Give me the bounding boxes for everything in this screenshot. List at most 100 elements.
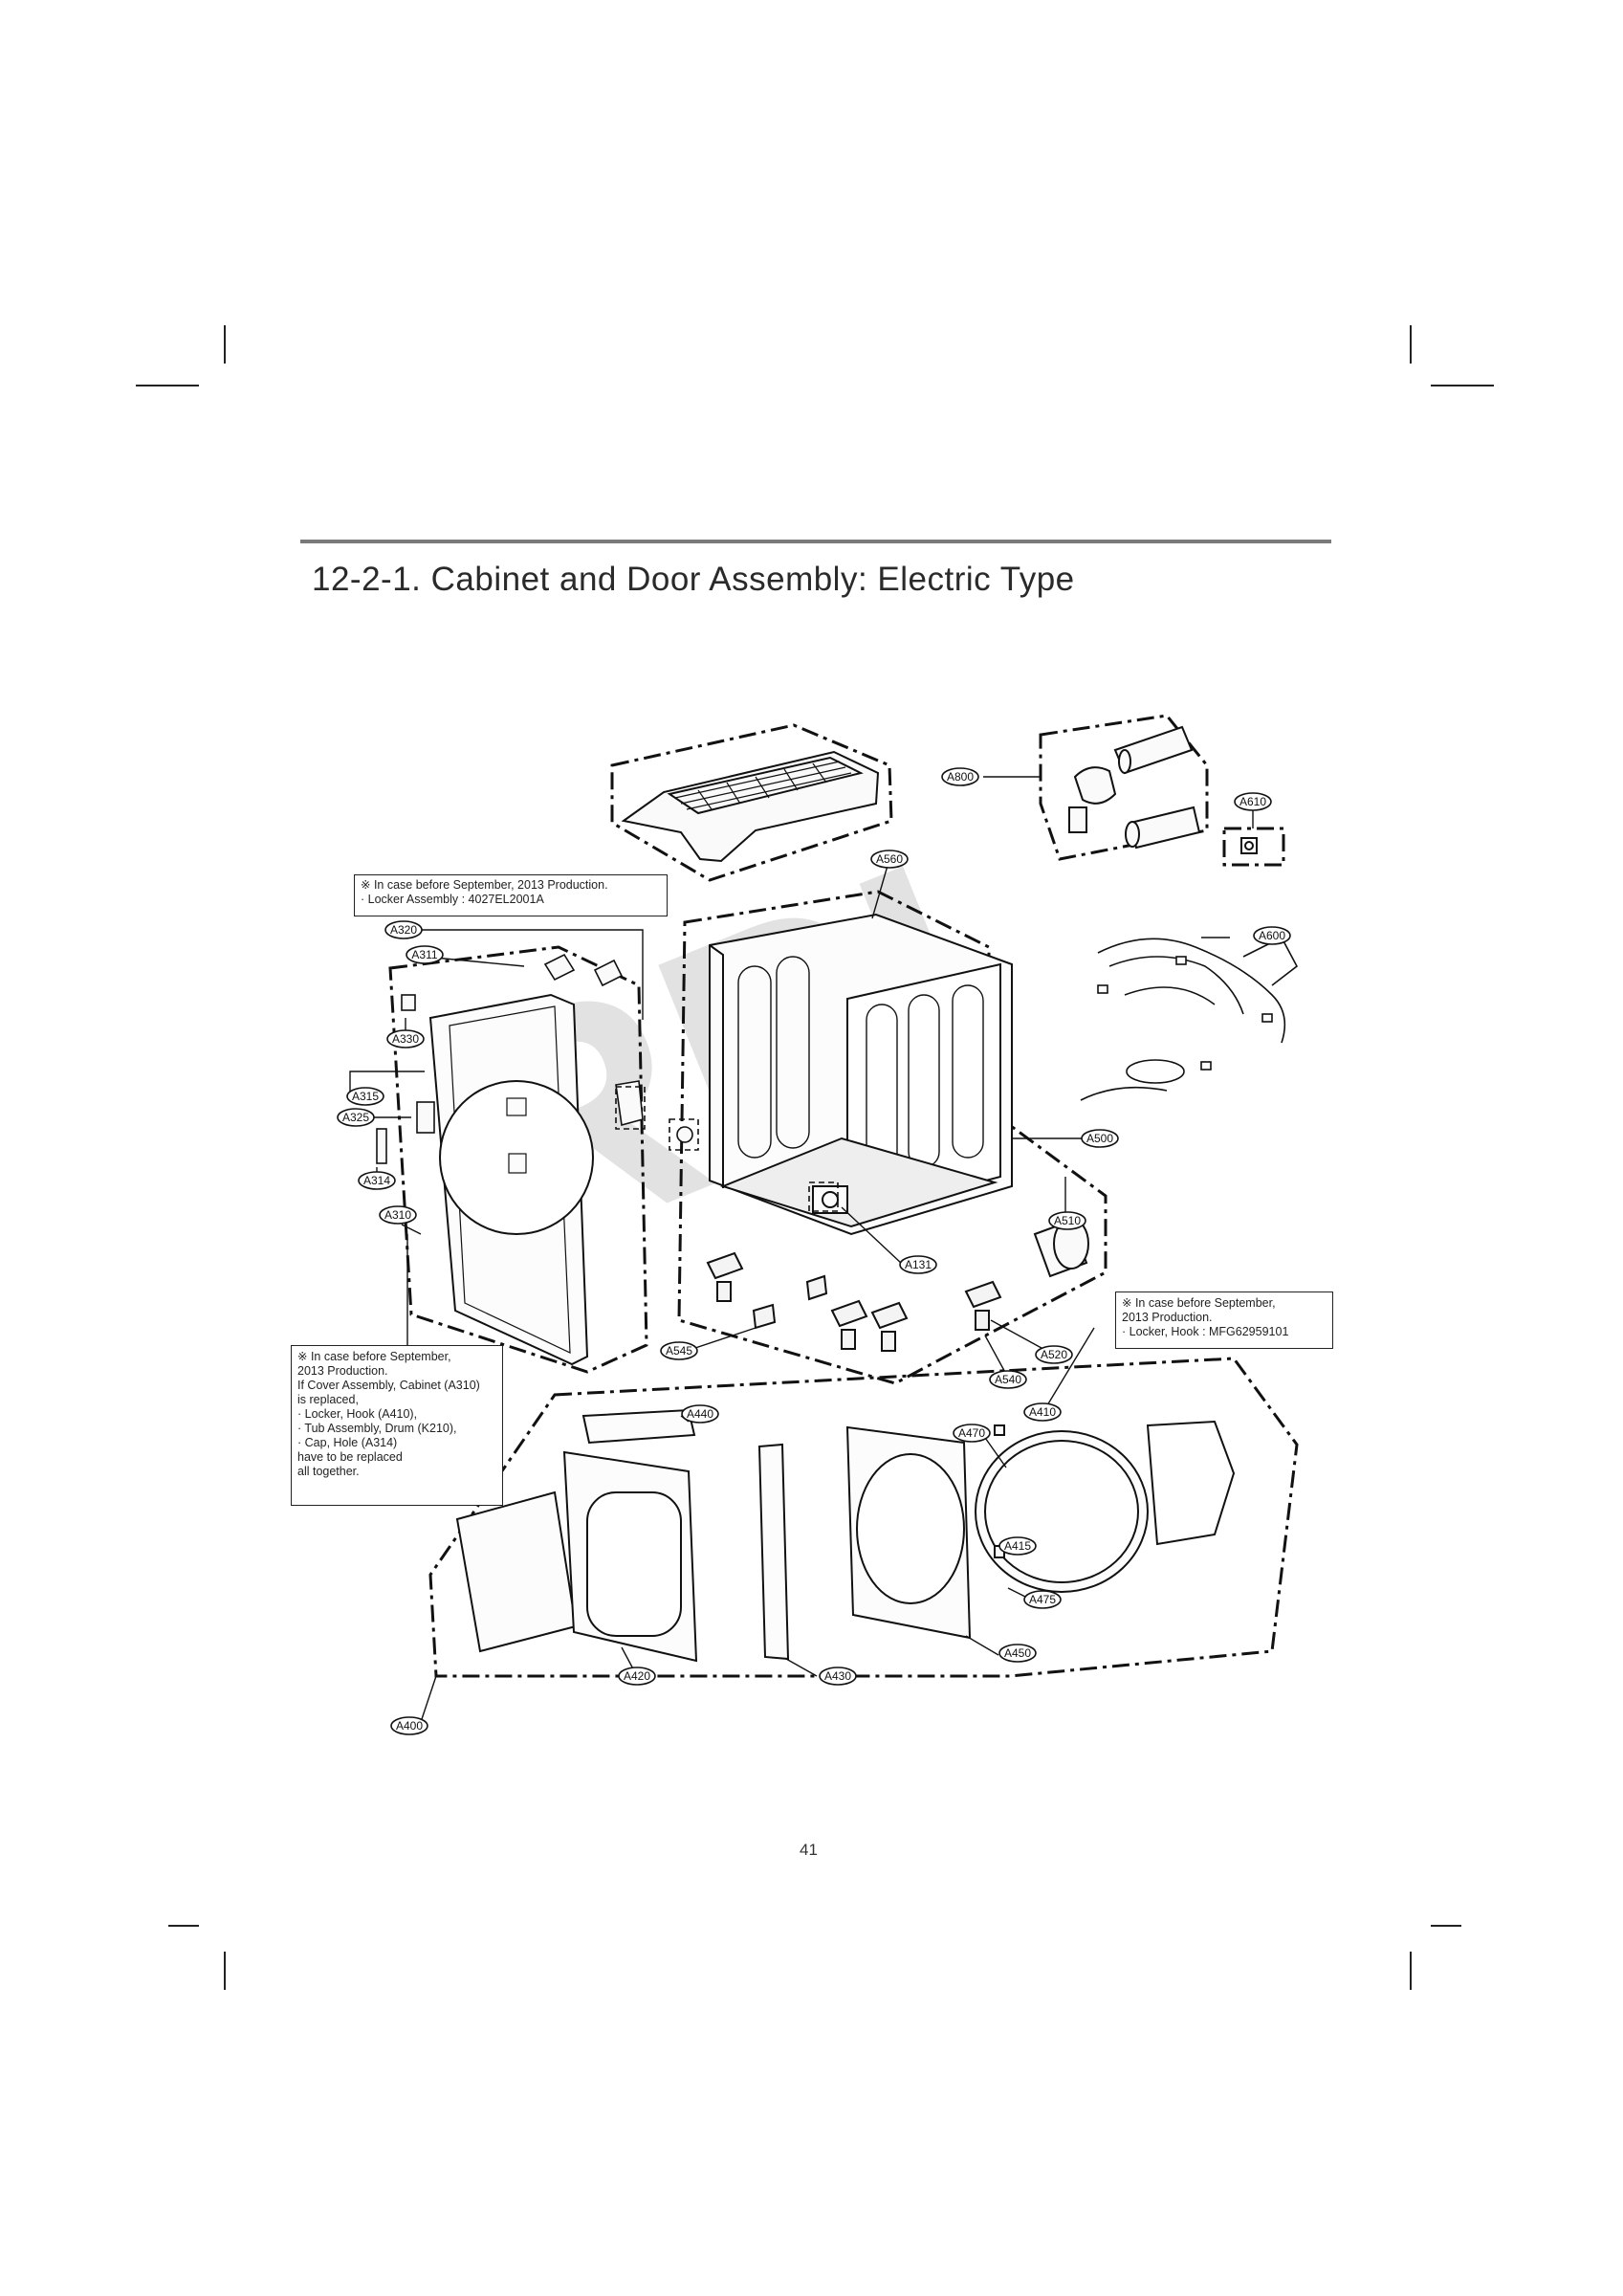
callout-a430: A430	[819, 1667, 857, 1686]
callout-label: A540	[995, 1373, 1021, 1386]
callout-a545: A545	[660, 1341, 698, 1360]
callout-bubble	[870, 850, 909, 869]
callout-label: A450	[1004, 1646, 1031, 1660]
callout-label: A410	[1029, 1405, 1056, 1419]
callout-bubble	[989, 1370, 1027, 1389]
callout-label: A315	[352, 1090, 379, 1103]
group-border-door	[428, 1357, 1299, 1678]
callout-bubble	[379, 1205, 417, 1225]
group-border-duct	[1039, 714, 1209, 861]
callout-label: A520	[1041, 1348, 1067, 1361]
callout-label: A510	[1054, 1214, 1081, 1227]
front-cover-small-parts	[376, 953, 839, 1212]
callout-bubble	[1081, 1129, 1119, 1148]
crop-mark-bottom-left-h	[168, 1925, 199, 1927]
callout-a420: A420	[618, 1667, 656, 1686]
callout-label: A800	[947, 770, 974, 784]
callout-label: A320	[390, 923, 417, 937]
callout-a540: A540	[989, 1370, 1027, 1389]
callout-bubble	[618, 1667, 656, 1686]
callout-label: A430	[824, 1669, 851, 1683]
callout-bubble	[941, 767, 979, 786]
callout-label: A311	[411, 948, 437, 961]
callout-bubble	[1253, 926, 1291, 945]
callout-bubble	[1035, 1345, 1073, 1364]
callout-label: A500	[1086, 1132, 1113, 1145]
note-locker-assembly: ※ In case before September, 2013 Product…	[354, 874, 668, 916]
callout-bubble	[390, 1716, 428, 1735]
callout-label: A325	[342, 1111, 369, 1124]
group-border-top-cover	[610, 723, 893, 882]
note-cover-replacement: ※ In case before September, 2013 Product…	[291, 1345, 503, 1506]
group-border-cabinet	[677, 890, 1108, 1385]
callout-label: A475	[1029, 1593, 1056, 1606]
callout-a320: A320	[384, 920, 423, 939]
cabinet-feet	[706, 1251, 1002, 1352]
group-border-front-cover	[388, 945, 648, 1374]
callout-a314: A314	[358, 1171, 396, 1190]
callout-bubble	[998, 1644, 1037, 1663]
callout-a311: A311	[406, 945, 444, 964]
callout-bubble	[1048, 1211, 1086, 1230]
callout-label: A545	[666, 1344, 692, 1358]
callout-a325: A325	[337, 1108, 375, 1127]
callout-bubble	[384, 920, 423, 939]
callout-a415: A415	[998, 1536, 1037, 1556]
callout-label: A470	[958, 1426, 985, 1440]
crop-mark-bottom-left-v	[224, 1952, 226, 1990]
callout-bubble	[406, 945, 444, 964]
callout-a400: A400	[390, 1716, 428, 1735]
callout-label: A400	[396, 1719, 423, 1733]
callout-label: A600	[1259, 929, 1285, 942]
exhaust-outlet	[1033, 1218, 1089, 1278]
callout-a410: A410	[1023, 1402, 1062, 1422]
callout-bubble	[1023, 1402, 1062, 1422]
crop-mark-bottom-right-h	[1431, 1925, 1461, 1927]
header-rule	[300, 540, 1331, 543]
callout-a520: A520	[1035, 1345, 1073, 1364]
cabinet-box	[709, 913, 1013, 1236]
callout-bubble	[953, 1424, 991, 1443]
callout-label: A314	[363, 1174, 390, 1187]
callout-a450: A450	[998, 1644, 1037, 1663]
front-cover-panel	[428, 993, 594, 1366]
page-number: 41	[800, 1841, 818, 1859]
page-title: 12-2-1. Cabinet and Door Assembly: Elect…	[312, 561, 1075, 598]
callout-label: A420	[624, 1669, 650, 1683]
callout-a800: A800	[941, 767, 979, 786]
callout-a475: A475	[1023, 1590, 1062, 1609]
callout-bubble	[1234, 792, 1272, 811]
callout-label: A560	[876, 852, 903, 866]
callout-bubble	[1023, 1590, 1062, 1609]
crop-mark-bottom-right-v	[1410, 1952, 1412, 1990]
clip-part	[1240, 837, 1258, 854]
callout-a560: A560	[870, 850, 909, 869]
callout-a510: A510	[1048, 1211, 1086, 1230]
callout-a610: A610	[1234, 792, 1272, 811]
callout-bubble	[998, 1536, 1037, 1556]
top-cover-grille	[621, 750, 880, 863]
group-border-clip	[1222, 827, 1285, 867]
crop-mark-top-right-h	[1431, 385, 1494, 386]
callout-a131: A131	[899, 1255, 937, 1274]
callout-bubble	[660, 1341, 698, 1360]
callout-a315: A315	[346, 1087, 384, 1106]
callout-label: A310	[384, 1208, 411, 1222]
callout-a470: A470	[953, 1424, 991, 1443]
callout-label: A131	[905, 1258, 932, 1271]
crop-mark-top-left-h	[136, 385, 199, 386]
callout-label: A440	[687, 1407, 713, 1421]
crop-mark-top-right-v	[1410, 325, 1412, 364]
callout-bubble	[386, 1029, 425, 1049]
callout-label: A330	[392, 1032, 419, 1046]
callout-bubble	[819, 1667, 857, 1686]
callout-bubble	[358, 1171, 396, 1190]
crop-mark-top-left-v	[224, 325, 226, 364]
door-assembly-parts	[455, 1408, 1236, 1663]
callout-label: A415	[1004, 1539, 1031, 1553]
note-locker-hook: ※ In case before September, 2013 Product…	[1115, 1292, 1333, 1349]
callout-a310: A310	[379, 1205, 417, 1225]
callout-label: A610	[1239, 795, 1266, 808]
